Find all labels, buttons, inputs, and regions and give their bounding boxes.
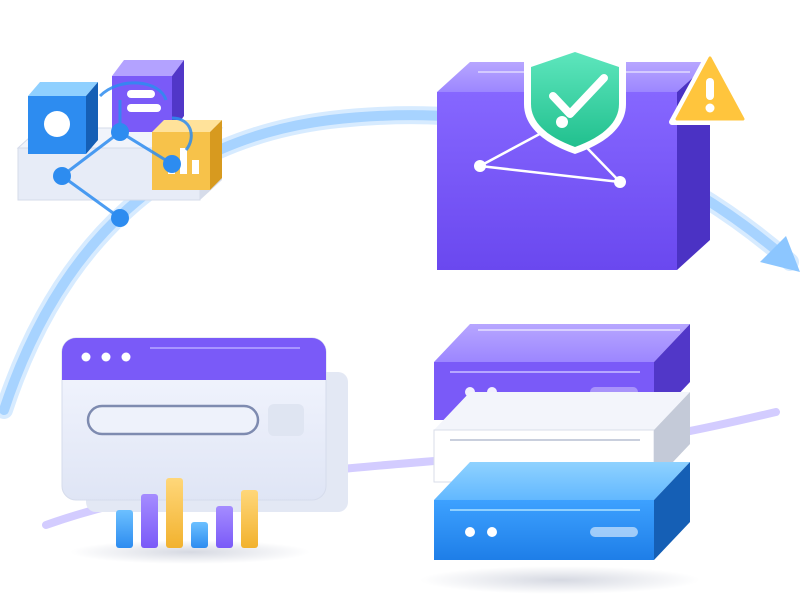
data-cubes-icon xyxy=(16,60,224,227)
server-stack-icon xyxy=(433,324,690,560)
shield-check-icon xyxy=(524,44,626,154)
address-field xyxy=(86,404,260,436)
server-unit-blue xyxy=(434,462,690,560)
bar-chart-icon xyxy=(116,478,258,548)
warning-triangle-icon xyxy=(669,49,751,125)
flow-arrowhead-icon xyxy=(760,236,800,272)
browser-window-icon xyxy=(61,337,348,512)
